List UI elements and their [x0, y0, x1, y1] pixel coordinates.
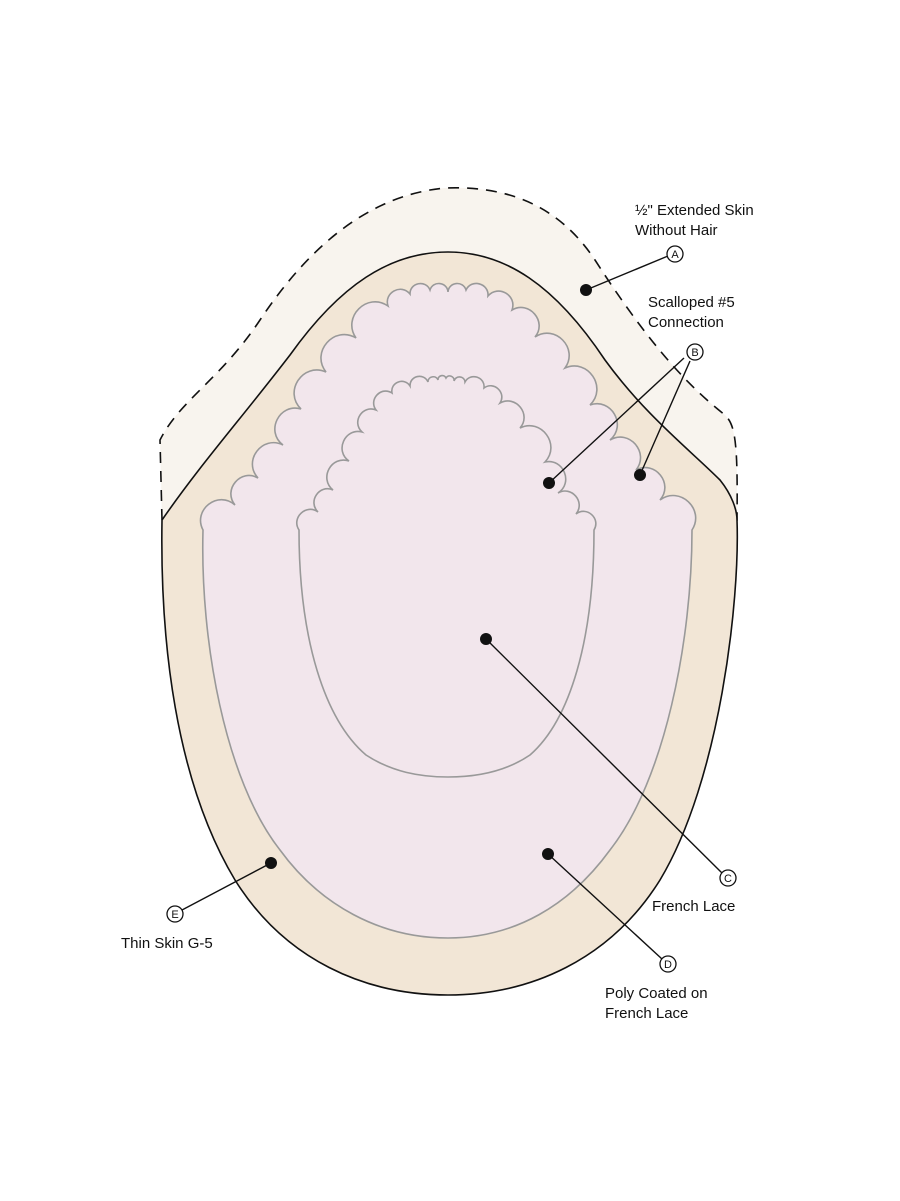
svg-text:A: A — [671, 249, 679, 261]
callout-marker-d: D — [659, 955, 677, 973]
label-b-line1: Scalloped #5 — [648, 294, 735, 311]
callout-marker-b: B — [686, 343, 704, 361]
label-c-line1: French Lace — [652, 898, 735, 915]
label-a-line2: Without Hair — [635, 222, 718, 239]
anchor-dot-b-outer — [634, 469, 646, 481]
anchor-dot-e — [265, 857, 277, 869]
svg-text:B: B — [691, 347, 698, 359]
leader-line-b-inner — [548, 357, 685, 484]
label-b-line2: Connection — [648, 314, 724, 331]
french-lace-inner-region — [296, 374, 597, 778]
anchor-dot-d — [542, 848, 554, 860]
anchor-dot-b-inner — [543, 477, 555, 489]
callout-marker-a: A — [666, 245, 684, 263]
svg-text:E: E — [171, 909, 178, 921]
label-d-line1: Poly Coated on — [605, 985, 708, 1002]
leader-line-a — [585, 255, 669, 291]
leader-line-b-outer — [639, 360, 691, 476]
anchor-dot-a — [580, 284, 592, 296]
anchor-dot-c — [480, 633, 492, 645]
callout-marker-e: E — [166, 905, 184, 923]
label-e-line1: Thin Skin G-5 — [121, 935, 213, 952]
label-d-line2: French Lace — [605, 1005, 688, 1022]
callout-marker-c: C — [719, 869, 737, 887]
leader-line-d — [547, 853, 663, 960]
leader-line-c — [485, 638, 723, 874]
svg-text:C: C — [724, 873, 732, 885]
leader-line-e — [181, 862, 272, 911]
label-a-line1: ½" Extended Skin — [635, 202, 754, 219]
svg-text:D: D — [664, 959, 672, 971]
